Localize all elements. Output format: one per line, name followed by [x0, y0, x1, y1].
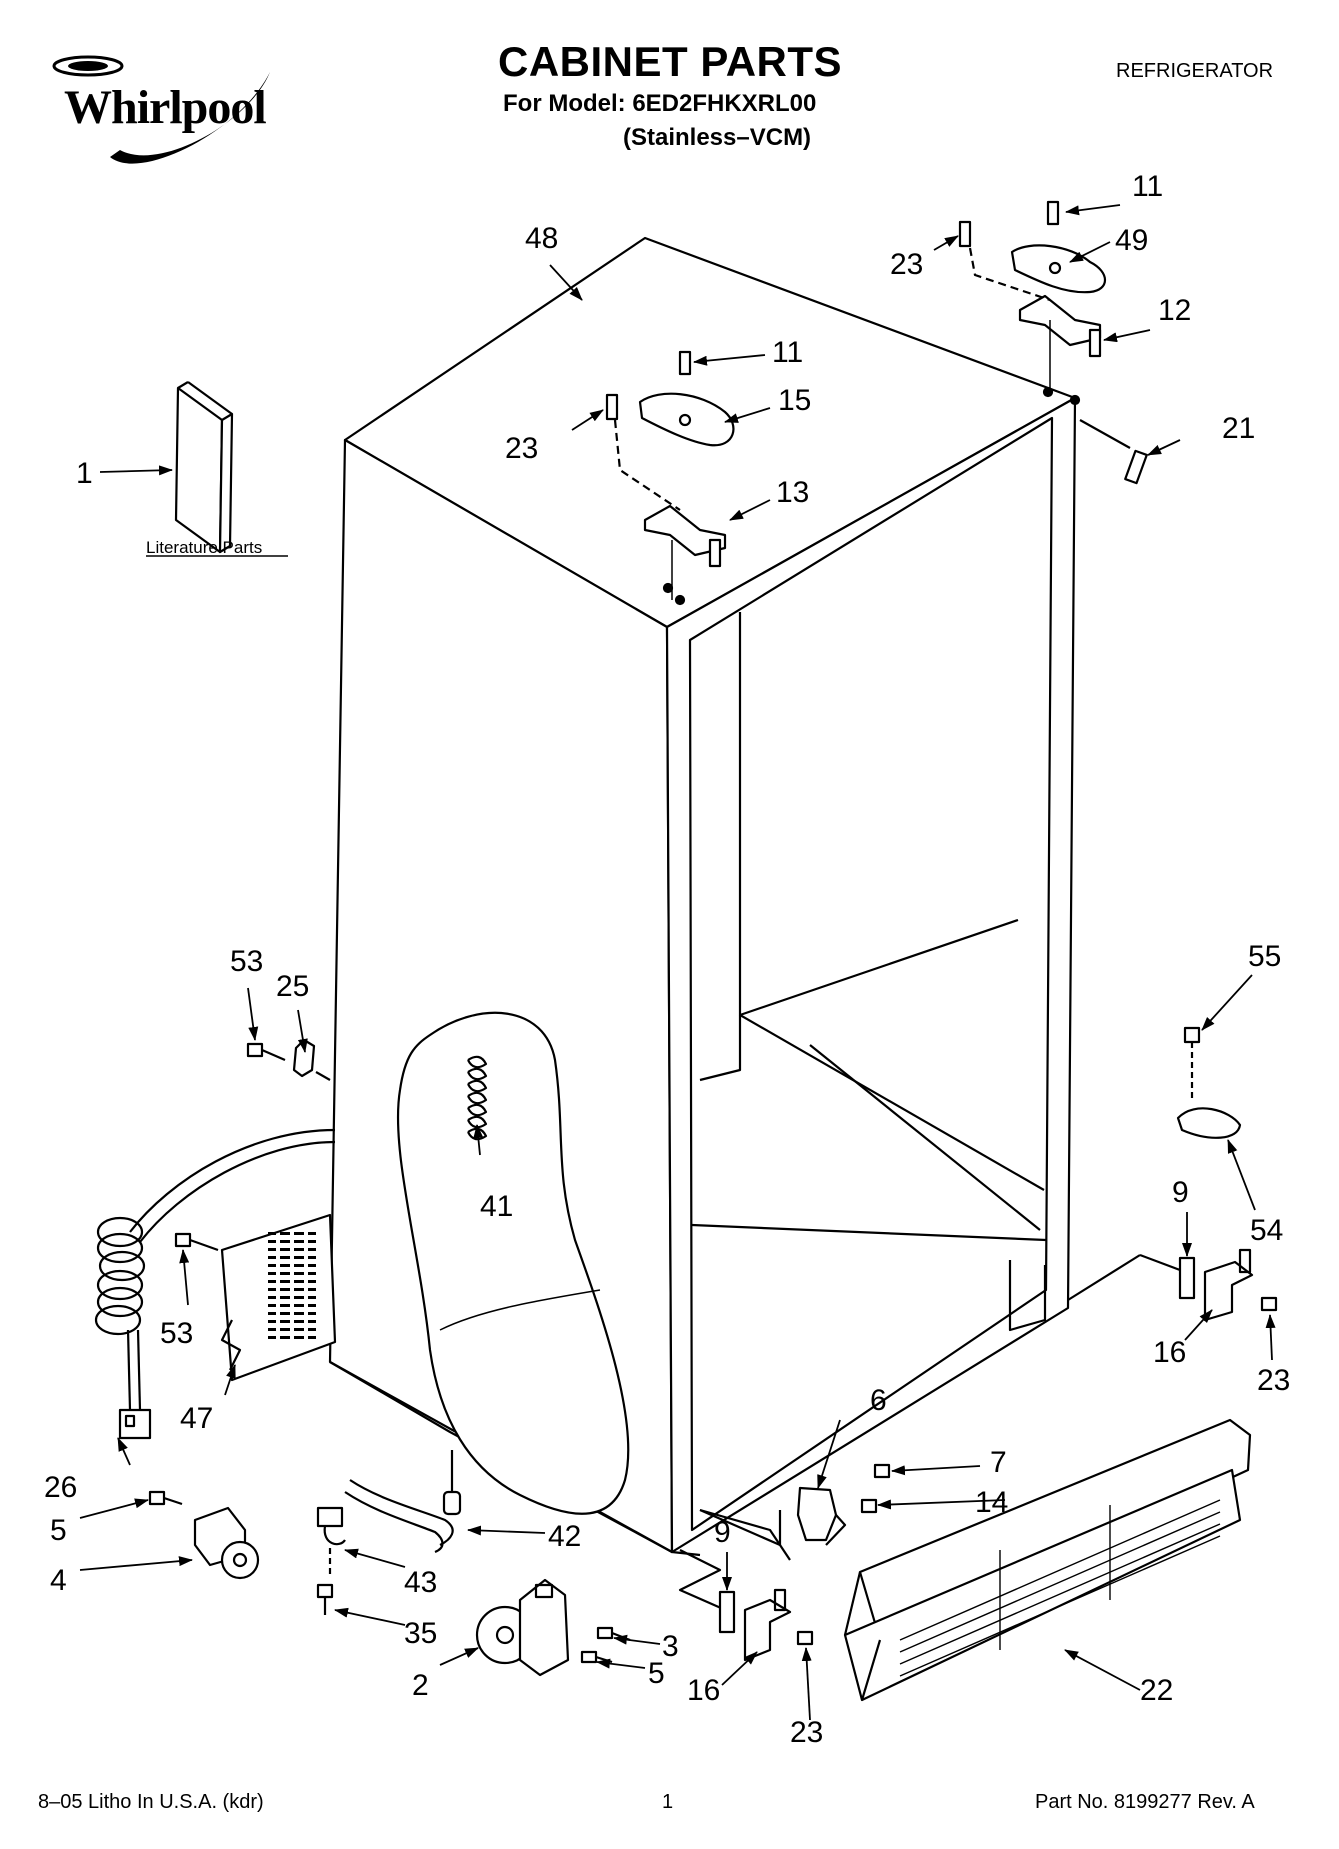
callout-55: 55: [1248, 940, 1281, 973]
callout-41: 41: [480, 1190, 513, 1223]
callout-4: 4: [50, 1564, 67, 1597]
page-title: CABINET PARTS: [498, 38, 843, 85]
callout-53-lower: 53: [160, 1317, 193, 1350]
callout-25: 25: [276, 970, 309, 1003]
callout-26: 26: [44, 1471, 77, 1504]
callout-13: 13: [776, 476, 809, 509]
access-cover-plate: [220, 1213, 337, 1382]
category-label: REFRIGERATOR: [1116, 60, 1274, 82]
toe-grille: [843, 1418, 1252, 1702]
leveling-bracket: [1176, 1026, 1242, 1139]
callout-21: 21: [1222, 412, 1255, 445]
callout-2: 2: [412, 1669, 429, 1702]
callout-23-left: 23: [790, 1716, 823, 1749]
screw-53-lower: [174, 1232, 219, 1252]
callout-43: 43: [404, 1566, 437, 1599]
power-cord: [94, 1128, 336, 1440]
leader-arrows: [79, 204, 1276, 1721]
model-line: For Model: 6ED2FHKXRL00: [503, 90, 817, 117]
callout-23-center: 23: [505, 432, 538, 465]
callout-23-upper: 23: [890, 248, 923, 281]
callout-16-left: 16: [687, 1674, 720, 1707]
callout-54: 54: [1250, 1214, 1283, 1247]
callout-15: 15: [778, 384, 811, 417]
callout-11-upper: 11: [1132, 170, 1163, 203]
callout-6: 6: [870, 1384, 887, 1417]
callout-9-left: 9: [714, 1516, 731, 1549]
brand-wordmark: Whirlpool: [64, 81, 267, 134]
cabinet-shell: [328, 236, 1181, 1561]
callout-22: 22: [1140, 1674, 1173, 1707]
callout-5-right: 5: [648, 1657, 665, 1690]
callout-1: 1: [76, 457, 93, 490]
literature-parts-label: Literature Parts: [146, 538, 262, 557]
rear-roller: [475, 1578, 631, 1677]
callout-7: 7: [990, 1446, 1007, 1479]
callout-5-left: 5: [50, 1514, 67, 1547]
footer-part-number: Part No. 8199277 Rev. A: [1035, 1791, 1255, 1813]
callout-9-right: 9: [1172, 1176, 1189, 1209]
footer-page-number: 1: [662, 1791, 674, 1813]
callout-35: 35: [404, 1617, 437, 1650]
spacer-21: [1079, 419, 1148, 485]
front-roller: [148, 1490, 260, 1580]
water-tube: [344, 1450, 462, 1554]
callout-3: 3: [662, 1630, 679, 1663]
tube-clip: [316, 1506, 346, 1578]
variant-line: (Stainless–VCM): [623, 124, 812, 151]
callout-12: 12: [1158, 294, 1191, 327]
callout-49: 49: [1115, 224, 1148, 257]
callout-53-upper: 53: [230, 945, 263, 978]
callout-48: 48: [525, 222, 558, 255]
literature-booklet: [174, 381, 234, 554]
lower-hinge-right: [1178, 1248, 1278, 1322]
toe-grille-bracket: [699, 1463, 891, 1547]
callout-42: 42: [548, 1520, 581, 1553]
center-hinge-assembly: [605, 350, 735, 606]
callout-16-right: 16: [1153, 1336, 1186, 1369]
callout-labels: 1 48 11 49 12 23 11 15 13 23 21 41 53 25…: [44, 170, 1290, 1749]
callout-23-right: 23: [1257, 1364, 1290, 1397]
drain-coil: [467, 1055, 488, 1141]
screw-53-upper: [246, 1038, 331, 1081]
screw-35: [316, 1583, 334, 1615]
callout-47: 47: [180, 1402, 213, 1435]
footer-litho: 8–05 Litho In U.S.A. (kdr): [38, 1791, 264, 1813]
whirlpool-logo: [52, 55, 270, 164]
callout-14: 14: [975, 1486, 1008, 1519]
callout-11-center: 11: [772, 336, 803, 369]
lower-hinge-left: [678, 1549, 814, 1662]
